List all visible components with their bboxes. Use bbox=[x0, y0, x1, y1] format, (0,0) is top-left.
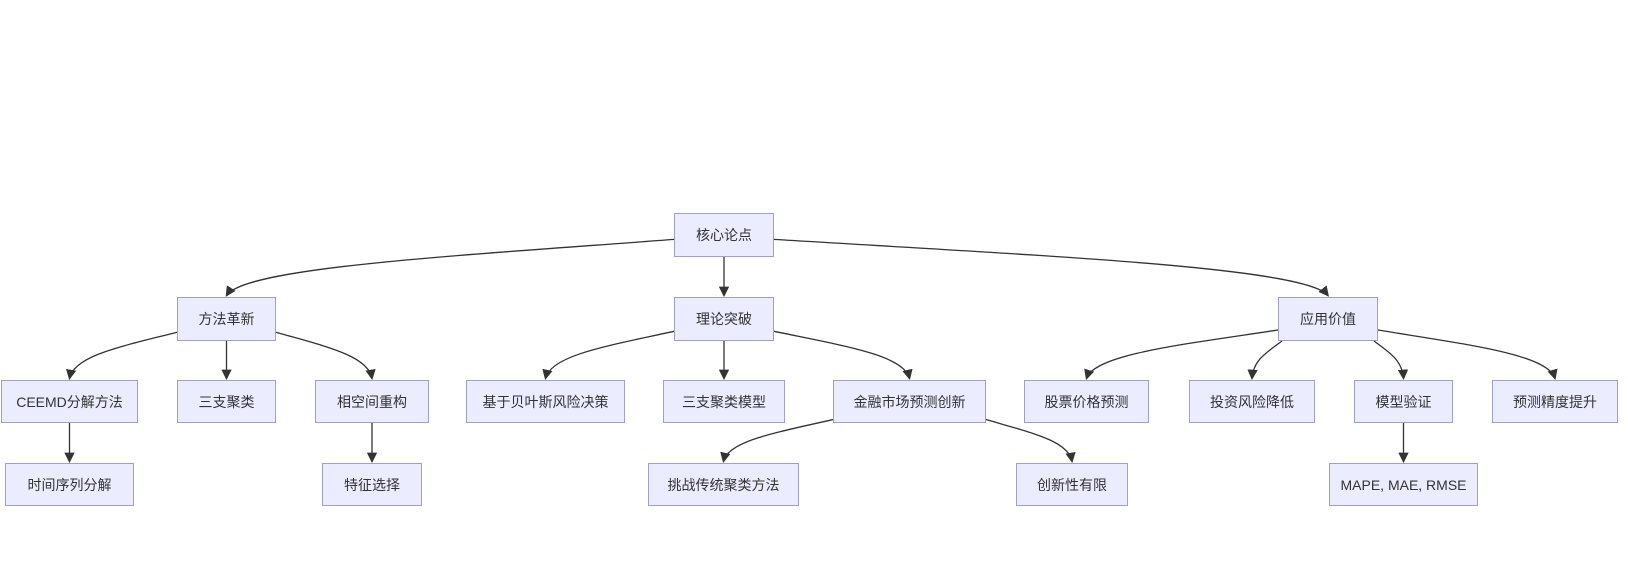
node-hexin: 核心论点 bbox=[674, 213, 774, 257]
edge-fangfa-xiangkong bbox=[275, 331, 376, 381]
node-tezheng: 特征选择 bbox=[322, 463, 422, 506]
node-yuce: 预测精度提升 bbox=[1492, 380, 1618, 423]
edge-yingyong-yuce bbox=[1377, 329, 1558, 380]
node-sanzhi: 三支聚类 bbox=[177, 380, 276, 423]
edge-fangfa-ceemd bbox=[66, 331, 178, 381]
node-sanzhimx: 三支聚类模型 bbox=[663, 380, 785, 423]
node-tiaozhan: 挑战传统聚类方法 bbox=[648, 463, 799, 506]
node-yingyong: 应用价值 bbox=[1278, 297, 1378, 341]
edge-yingyong-touzi bbox=[1247, 340, 1283, 381]
edge-jinrong-tiaozhan bbox=[720, 418, 834, 464]
edge-lilun-jinrong bbox=[773, 330, 913, 381]
node-touzi: 投资风险降低 bbox=[1189, 380, 1315, 423]
node-shijian: 时间序列分解 bbox=[5, 463, 134, 506]
node-mape: MAPE, MAE, RMSE bbox=[1329, 463, 1478, 506]
node-moxing: 模型验证 bbox=[1354, 380, 1453, 423]
edge-yingyong-gupiao bbox=[1084, 329, 1279, 380]
edge-yingyong-moxing bbox=[1373, 340, 1409, 381]
node-fangfa: 方法革新 bbox=[177, 297, 276, 341]
node-lilun: 理论突破 bbox=[674, 297, 774, 341]
node-bayes: 基于贝叶斯风险决策 bbox=[466, 380, 625, 423]
node-jinrong: 金融市场预测创新 bbox=[833, 380, 986, 423]
edge-hexin-fangfa bbox=[225, 238, 675, 297]
edge-lilun-bayes bbox=[542, 330, 675, 381]
node-chuangxin: 创新性有限 bbox=[1016, 463, 1128, 506]
edge-hexin-yingyong bbox=[773, 238, 1329, 297]
edge-jinrong-chuangxin bbox=[985, 418, 1076, 464]
node-ceemd: CEEMD分解方法 bbox=[1, 380, 138, 423]
node-xiangkong: 相空间重构 bbox=[315, 380, 429, 423]
node-gupiao: 股票价格预测 bbox=[1024, 380, 1149, 423]
